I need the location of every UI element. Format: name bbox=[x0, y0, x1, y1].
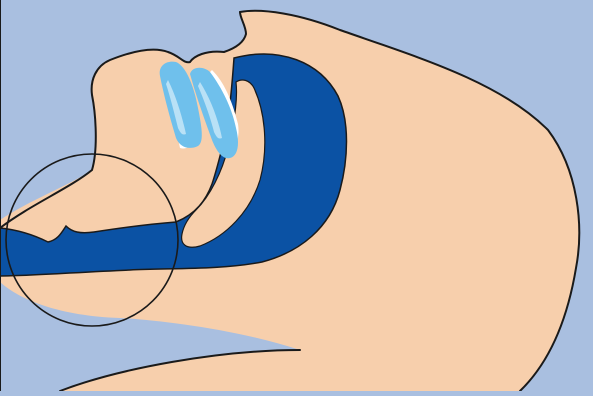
frame-left-edge bbox=[0, 0, 1, 391]
